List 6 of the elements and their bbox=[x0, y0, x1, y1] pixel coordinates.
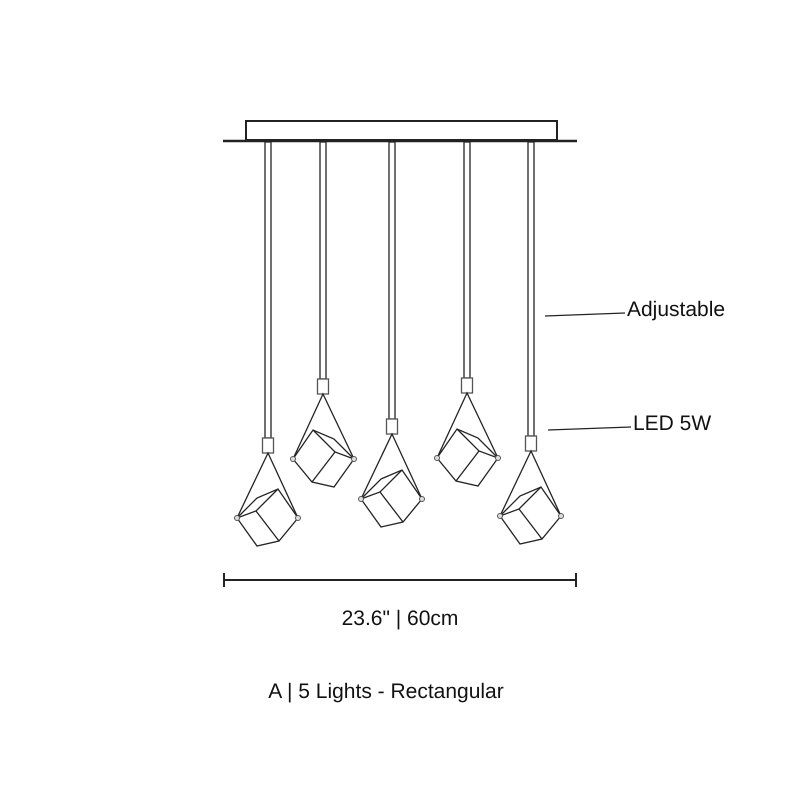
callout-label: Adjustable bbox=[627, 298, 726, 321]
caption-text: A | 5 Lights - Rectangular bbox=[268, 680, 504, 704]
leader-line bbox=[548, 426, 632, 431]
dimension-label: 23.6" | 60cm bbox=[342, 607, 458, 631]
callout-label: LED 5W bbox=[633, 412, 712, 435]
leader-line bbox=[544, 312, 626, 317]
